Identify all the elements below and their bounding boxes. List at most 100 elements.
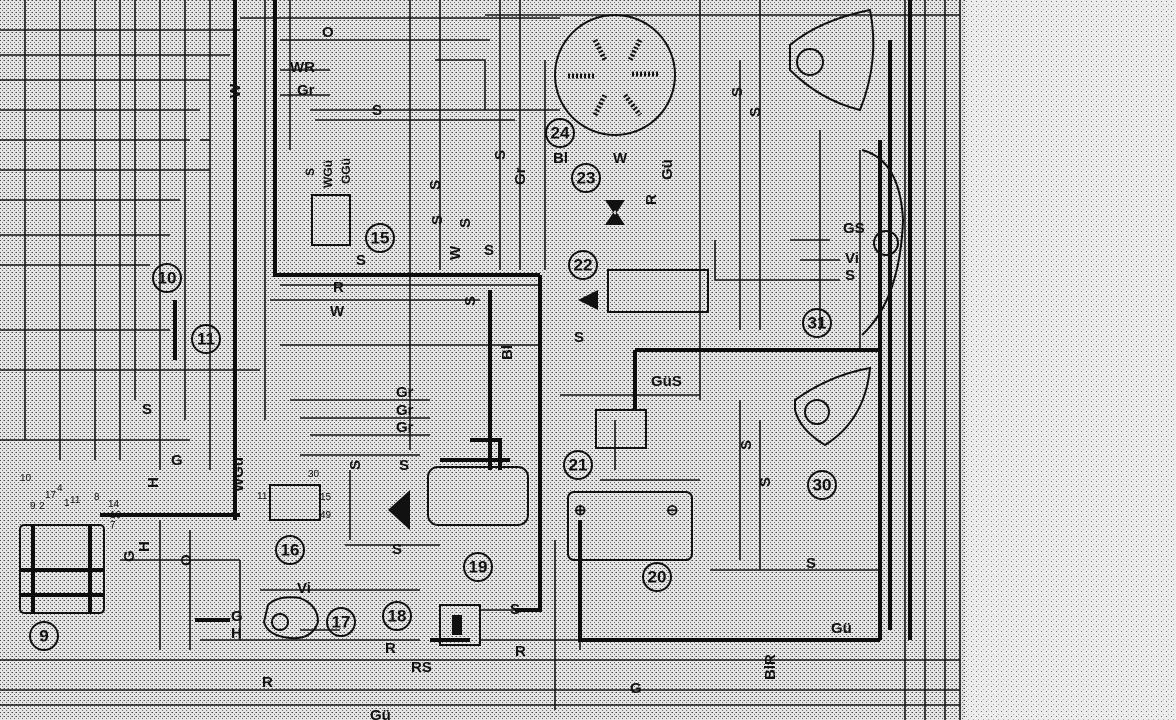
wire-label: H [231, 625, 242, 642]
battery-minus-terminal: ⊖ [666, 502, 679, 519]
svg-text:31: 31 [808, 314, 827, 333]
callout-16: 16 [275, 535, 305, 565]
svg-text:15: 15 [371, 229, 390, 248]
component-shapes: ⊕ ⊖ [19, 8, 905, 646]
wire [273, 0, 540, 277]
callout-31: 31 [802, 308, 832, 338]
pin-label: 2 [39, 501, 45, 512]
wire [515, 275, 542, 612]
wire-label: S [427, 180, 444, 190]
wire-label: W [227, 83, 244, 98]
callout-21: 21 [563, 450, 593, 480]
relay-16 [269, 484, 321, 521]
wire-label: R [262, 674, 273, 691]
callout-10: 10 [152, 263, 182, 293]
lamp-housing-top [789, 8, 875, 112]
connector-9-pins: 10 9 2 17 4 1 11 8 14 16 7 11 30 15 49 [20, 469, 332, 531]
wire-label: Gr [297, 82, 315, 99]
wire-label: WGü [230, 457, 247, 492]
pin-label: 4 [57, 483, 63, 494]
wire-label: R [643, 194, 660, 205]
wire-label: S [457, 218, 474, 228]
wire-label: S [462, 296, 479, 306]
wire-label: Gr [396, 419, 414, 436]
wire-label: R [515, 643, 526, 660]
callout-22: 22 [568, 250, 598, 280]
wire-label: S [484, 242, 494, 259]
pin-label: 11 [257, 491, 268, 502]
battery-20 [567, 491, 693, 561]
callout-19: 19 [463, 552, 493, 582]
wire-label: S [429, 215, 446, 225]
svg-text:20: 20 [648, 568, 667, 587]
wire-label: S [142, 401, 152, 418]
svg-text:21: 21 [569, 456, 588, 475]
wire-label: BlR [762, 654, 779, 680]
wire-label: G [121, 550, 138, 562]
wire-label: H [136, 541, 153, 552]
wire-label: S [492, 150, 509, 160]
pin-label: 9 [30, 501, 36, 512]
wire-label: G [630, 680, 642, 697]
wire-label: Gü [659, 159, 676, 180]
switch-18 [439, 604, 481, 646]
wire [714, 240, 820, 281]
module-15 [311, 194, 351, 246]
wire-label: WR [290, 59, 315, 76]
wire-label: S [738, 440, 755, 450]
svg-text:23: 23 [577, 169, 596, 188]
wire-label: R [385, 640, 396, 657]
callout-9: 9 [29, 621, 59, 651]
wire-label: R [333, 279, 344, 296]
paper-margin [965, 0, 1176, 720]
pin-label: 8 [94, 492, 100, 503]
svg-text:18: 18 [388, 607, 407, 626]
svg-text:19: 19 [469, 558, 488, 577]
pin-label: 11 [70, 495, 81, 506]
callout-18: 18 [382, 601, 412, 631]
pin-label: 16 [110, 510, 122, 521]
wire-label: S [347, 460, 364, 470]
wire-label: S [574, 329, 584, 346]
wire-label: Gü [831, 620, 852, 637]
component-callouts: 9 10 11 15 16 17 18 19 20 21 22 23 24 30… [29, 118, 837, 651]
wire-label: W [330, 303, 345, 320]
callout-23: 23 [571, 163, 601, 193]
svg-text:24: 24 [551, 124, 570, 143]
wire-paths [0, 0, 961, 720]
svg-text:9: 9 [39, 627, 48, 646]
distributor-24-cap [554, 14, 676, 136]
wire-label: Gr [512, 167, 529, 185]
wire-label: GGü [339, 158, 353, 184]
wire-label: Vi [845, 250, 859, 267]
wire-label: S [757, 477, 774, 487]
svg-text:16: 16 [281, 541, 300, 560]
wire-label: S [303, 168, 317, 176]
svg-text:22: 22 [574, 256, 593, 275]
alternator-19 [427, 466, 529, 526]
wire-label: W [447, 245, 464, 260]
wire-label: S [372, 102, 382, 119]
lamp-housing-30 [794, 366, 872, 447]
wire-label: S [845, 267, 855, 284]
wire-label: S [510, 601, 520, 618]
wire-label: S [392, 541, 402, 558]
regulator-21 [595, 409, 647, 449]
svg-text:11: 11 [197, 330, 215, 349]
pin-label: 15 [320, 492, 332, 503]
callout-20: 20 [642, 562, 672, 592]
callout-15: 15 [365, 223, 395, 253]
wire-label: S [747, 107, 764, 117]
wire-label: S [356, 252, 366, 269]
unit-22 [607, 269, 709, 313]
wire-label: RS [411, 659, 432, 676]
pin-label: 17 [45, 490, 57, 501]
wire-label: G [231, 608, 243, 625]
wire-label: Bl [499, 345, 516, 360]
pin-label: 1 [64, 498, 70, 509]
wire-label: Gü [370, 707, 391, 720]
wire-label: Gr [396, 384, 414, 401]
wire-label: W [613, 150, 628, 167]
